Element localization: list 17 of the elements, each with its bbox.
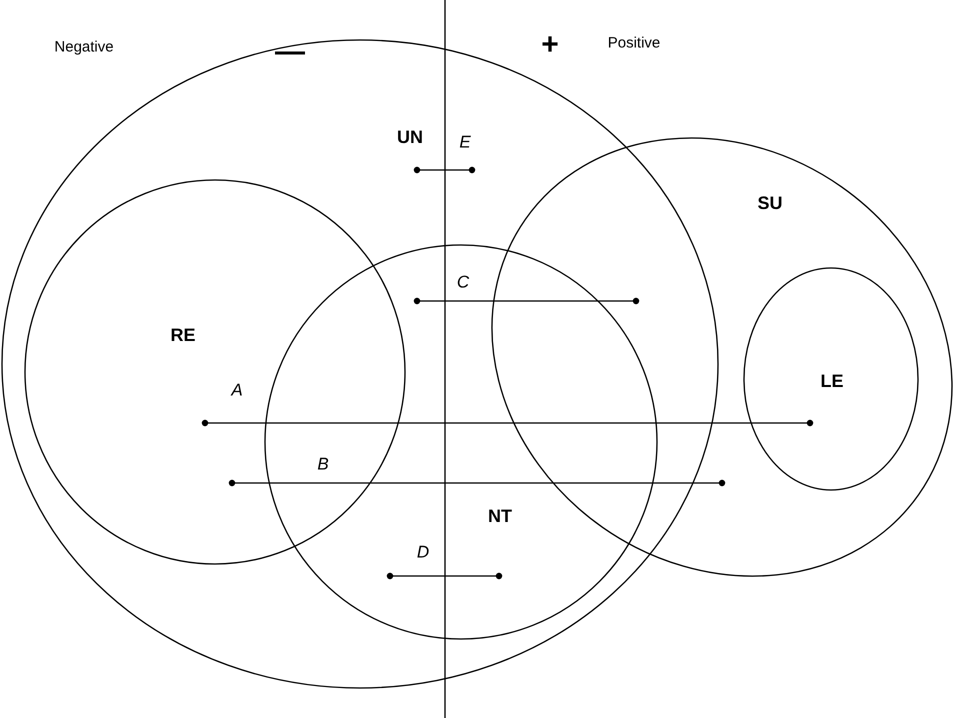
set-label: NT <box>488 507 512 525</box>
set-label: LE <box>820 372 844 390</box>
set-ellipse <box>744 268 918 490</box>
set-ellipse <box>25 180 405 564</box>
sign-label: — <box>275 37 305 67</box>
interval-label: D <box>416 544 430 560</box>
set-ellipse <box>265 245 657 639</box>
interval-label: A <box>231 382 243 398</box>
set-label: SU <box>757 194 782 212</box>
side-label: Positive <box>608 36 660 50</box>
side-label: Negative <box>54 40 114 54</box>
set-label: RE <box>170 326 196 344</box>
interval-label: B <box>317 456 329 472</box>
sign-label: + <box>541 30 559 60</box>
interval-label: C <box>456 274 470 290</box>
set-label: UN <box>397 128 423 146</box>
interval-label: E <box>459 134 471 150</box>
